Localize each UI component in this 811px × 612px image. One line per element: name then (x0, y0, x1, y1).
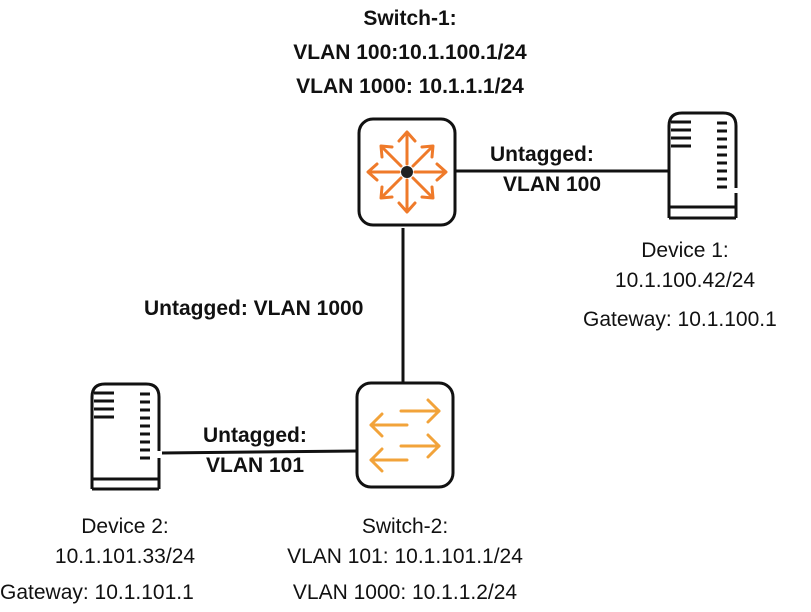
device2-title: Device 2: (81, 515, 169, 538)
switch2-title: Switch-2: (361, 515, 449, 538)
server-icon (667, 111, 738, 220)
link-label-vlan100-line2: VLAN 100 (503, 173, 602, 196)
device2-gateway: Gateway: 10.1.101.1 (0, 581, 194, 604)
router-switch-icon (357, 117, 457, 227)
link-label-vlan1000: Untagged: VLAN 1000 (144, 297, 364, 320)
device1-title: Device 1: (641, 239, 729, 262)
switch2-vlan101: VLAN 101: 10.1.101.1/24 (287, 545, 523, 568)
link-label-vlan101-line2: VLAN 101 (206, 454, 305, 477)
device1-gateway: Gateway: 10.1.100.1 (583, 308, 777, 331)
link-label-vlan100-line1: Untagged: (490, 143, 594, 166)
link-label-vlan101-line1: Untagged: (203, 424, 307, 447)
layer2-switch-icon (355, 381, 455, 489)
switch1-vlan100: VLAN 100:10.1.100.1/24 (293, 41, 527, 64)
switch2-node[interactable] (355, 381, 455, 496)
switch1-title: Switch-1: (363, 7, 457, 30)
device1-ip: 10.1.100.42/24 (614, 269, 756, 292)
device2-ip: 10.1.101.33/24 (54, 545, 196, 568)
device2-node[interactable] (88, 381, 163, 496)
switch1-node[interactable] (357, 117, 457, 232)
server-icon (90, 382, 161, 491)
device1-node[interactable] (665, 110, 740, 225)
switch2-vlan1000: VLAN 1000: 10.1.1.2/24 (292, 581, 518, 604)
link-switch2-device2 (161, 449, 359, 455)
switch1-vlan1000: VLAN 1000: 10.1.1.1/24 (296, 75, 524, 98)
